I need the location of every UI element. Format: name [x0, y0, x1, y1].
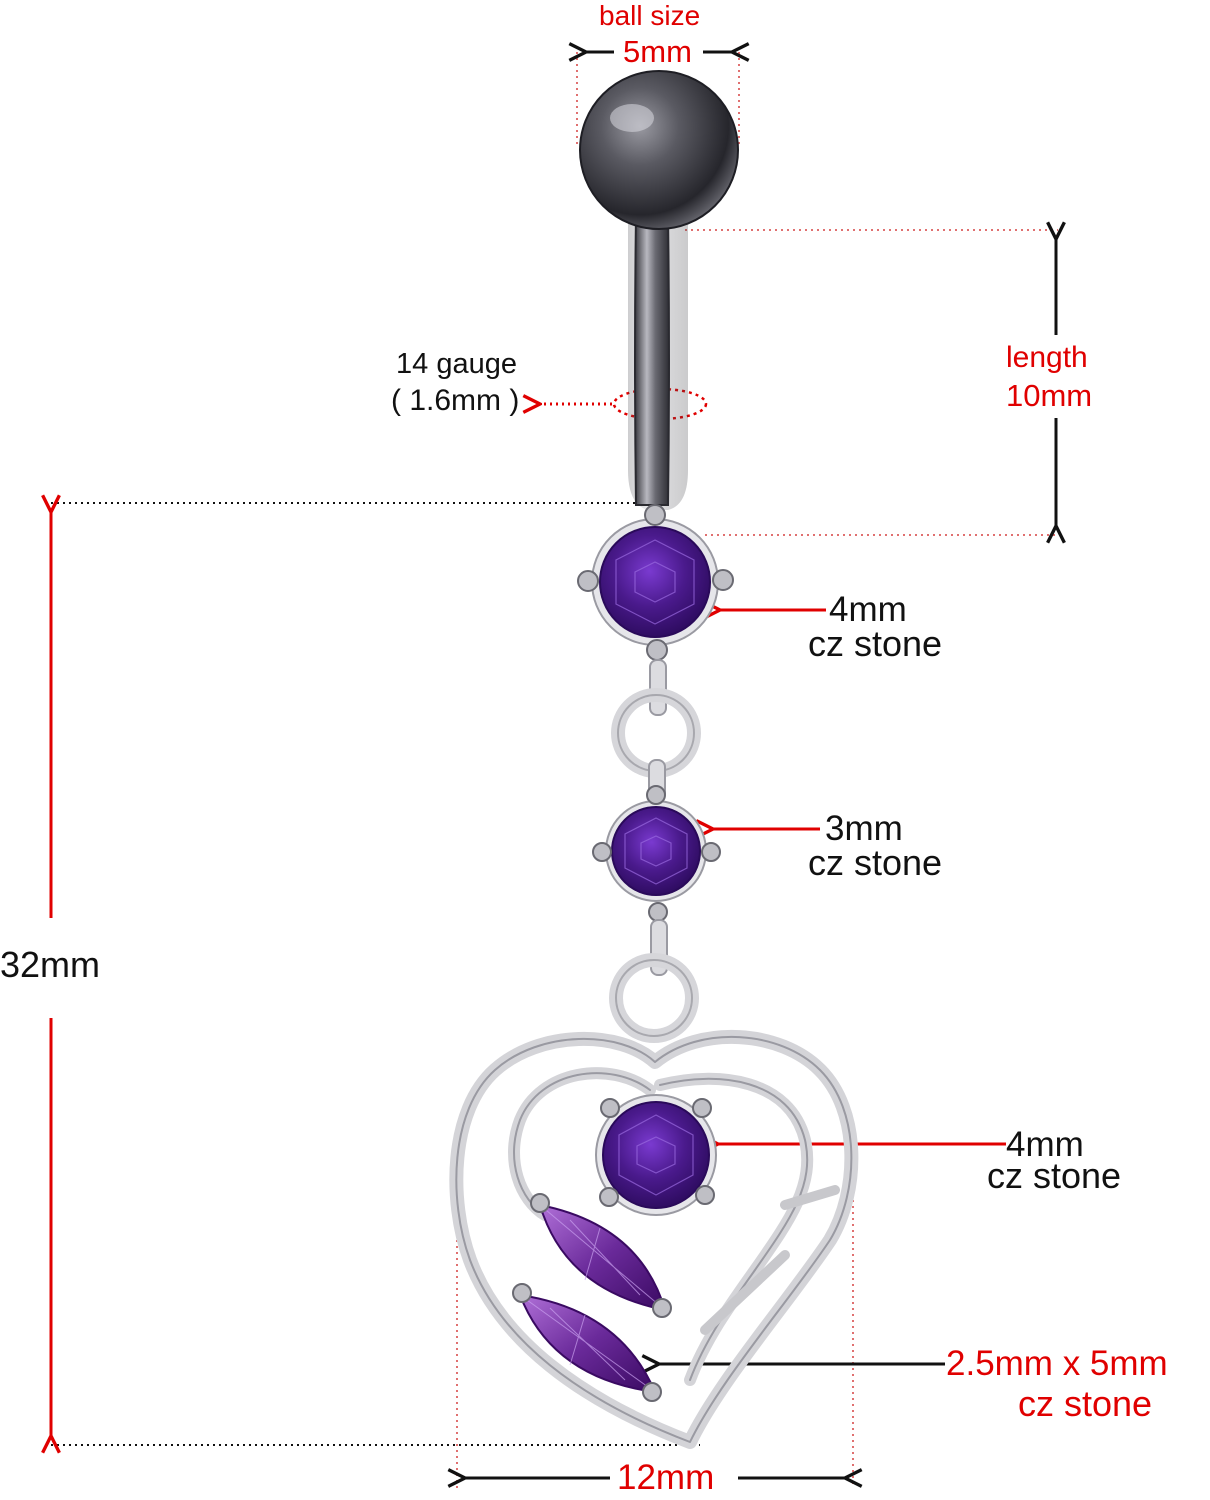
link-ring-2 — [609, 919, 699, 1043]
cz-stone-heart — [595, 1094, 717, 1216]
gauge-title: 14 gauge — [396, 348, 517, 380]
gauge-value: ( 1.6mm ) — [391, 384, 520, 417]
stone1-type-label: cz stone — [808, 623, 943, 664]
stone3-size-label: 4mm — [1006, 1125, 1084, 1164]
ball — [579, 70, 739, 230]
length-value: 10mm — [1006, 378, 1093, 413]
stone3-type-label: cz stone — [987, 1155, 1122, 1196]
link-ring-1 — [611, 659, 701, 801]
guide-lines — [45, 52, 1058, 1488]
length-title: length — [1006, 341, 1088, 374]
stone1-size-label: 4mm — [829, 590, 907, 629]
cz-stone-middle — [592, 785, 721, 922]
stone2-type-label: cz stone — [808, 842, 943, 883]
ball-size-title: ball size — [599, 0, 701, 31]
marquise-size-label: 2.5mm x 5mm — [946, 1344, 1168, 1383]
width-label: 12mm — [617, 1458, 715, 1497]
total-length-label: 32mm — [0, 944, 101, 985]
dimension-arrows — [51, 52, 1056, 1478]
stone2-size-label: 3mm — [825, 809, 903, 848]
marquise-type-label: cz stone — [1018, 1383, 1153, 1424]
heart-pendant — [449, 1030, 859, 1449]
marquise-stones — [512, 1193, 672, 1402]
ball-size-value: 5mm — [623, 34, 692, 69]
barbell — [579, 70, 739, 510]
cz-stone-top — [577, 504, 734, 661]
